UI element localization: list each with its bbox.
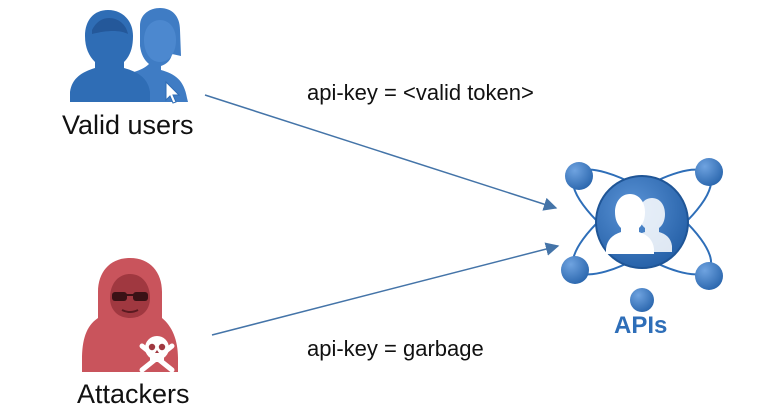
valid-users-label: Valid users (62, 110, 194, 140)
apis-label: APIs (614, 312, 668, 339)
skull-crossbones-icon (139, 336, 175, 373)
valid-request-arrow (204, 94, 558, 211)
garbage-key-label: api-key = garbage (307, 336, 484, 361)
attackers-label: Attackers (77, 379, 190, 409)
valid-token-label: api-key = <valid token> (307, 80, 534, 105)
hacker-skull-icon (82, 258, 178, 373)
users-icon (70, 8, 188, 104)
attack-request-arrow (211, 242, 560, 336)
api-orbit-icon (561, 158, 723, 312)
